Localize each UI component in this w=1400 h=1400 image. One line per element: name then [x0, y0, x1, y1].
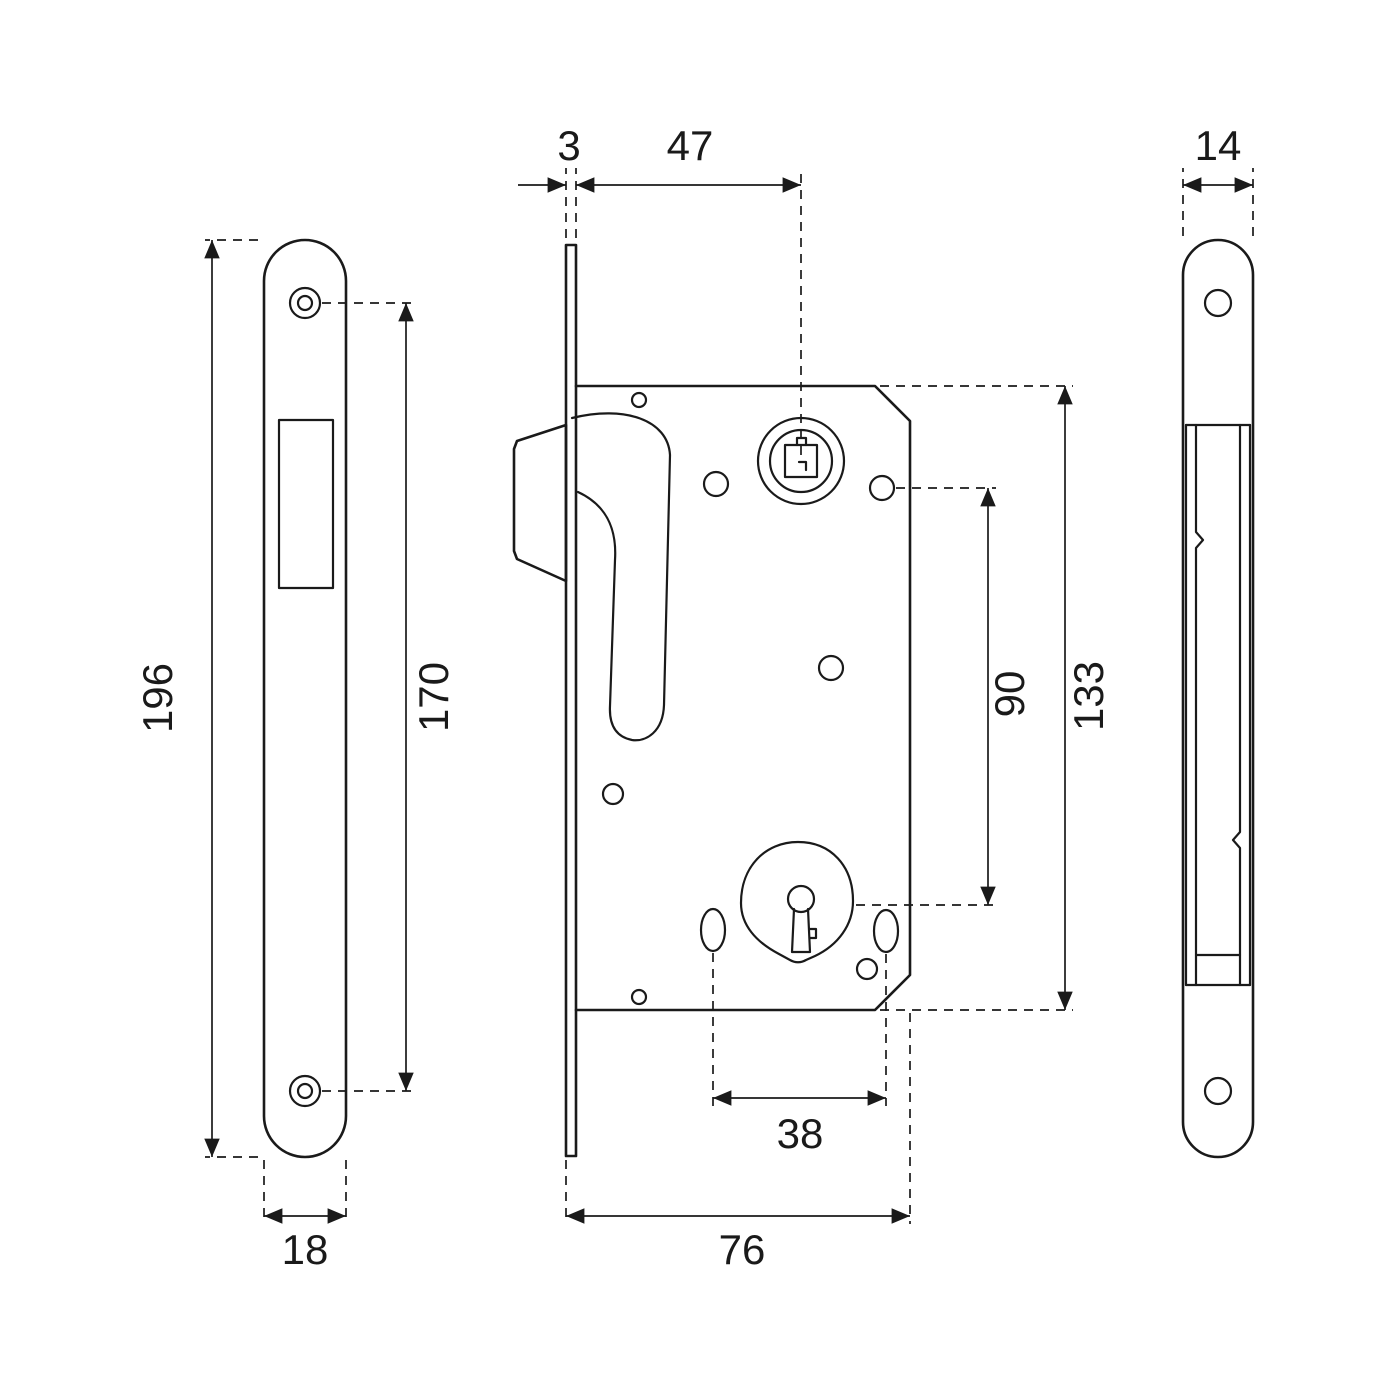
dimension-label-47: 47	[667, 122, 714, 169]
faceplate-edge	[564, 243, 578, 1158]
dimension-label-133: 133	[1065, 661, 1112, 731]
fixing-post-left	[702, 470, 730, 498]
dimension-faceplate-width: 18	[263, 1160, 347, 1273]
dimension-overall-height: 196	[134, 239, 258, 1158]
screw-hole-top	[288, 286, 322, 320]
front-faceplate-view	[262, 238, 348, 1159]
lock-body-side-view	[512, 243, 912, 1158]
lock-case-outline	[574, 384, 912, 1012]
dimension-label-196: 196	[134, 663, 181, 733]
rivet-bottom-right	[855, 957, 879, 981]
latch-tail-lever	[570, 412, 672, 742]
rivet-left	[601, 782, 625, 806]
rivet-bottom	[630, 988, 648, 1006]
dimension-body-height: 133	[880, 385, 1112, 1011]
dimension-label-90: 90	[986, 671, 1033, 718]
rear-screw-hole-bottom	[1203, 1076, 1233, 1106]
dimension-label-76: 76	[719, 1226, 766, 1273]
magnet-cassette-strip	[1184, 423, 1252, 987]
dimension-label-14: 14	[1195, 122, 1242, 169]
privacy-turn-mechanism	[739, 840, 855, 964]
faceplate-outline	[262, 238, 348, 1159]
dimension-label-3: 3	[557, 122, 580, 169]
dimension-slot-spacing: 38	[712, 953, 887, 1157]
latch-bolt	[512, 423, 568, 583]
dimension-label-170: 170	[410, 662, 457, 732]
dimension-body-depth: 76	[565, 1013, 911, 1273]
dimension-backset: 47	[576, 122, 802, 455]
rear-faceplate-view	[1181, 238, 1255, 1159]
screw-hole-bottom	[288, 1074, 322, 1108]
fixing-post-right	[868, 474, 896, 502]
dimension-hub-to-turn: 90	[856, 487, 1033, 906]
dimension-screw-spacing: 170	[322, 302, 457, 1092]
slot-right	[872, 908, 900, 954]
rivet-top	[630, 391, 648, 409]
latch-cutout	[277, 418, 335, 590]
dimension-rear-faceplate-width: 14	[1182, 122, 1254, 236]
dimension-label-38: 38	[777, 1110, 824, 1157]
rear-faceplate-outline	[1181, 238, 1255, 1159]
dimension-label-18: 18	[282, 1226, 329, 1273]
dimension-faceplate-thickness: 3	[518, 122, 581, 238]
rear-screw-hole-top	[1203, 288, 1233, 318]
fixing-post-middle	[817, 654, 845, 682]
slot-left	[699, 907, 727, 953]
